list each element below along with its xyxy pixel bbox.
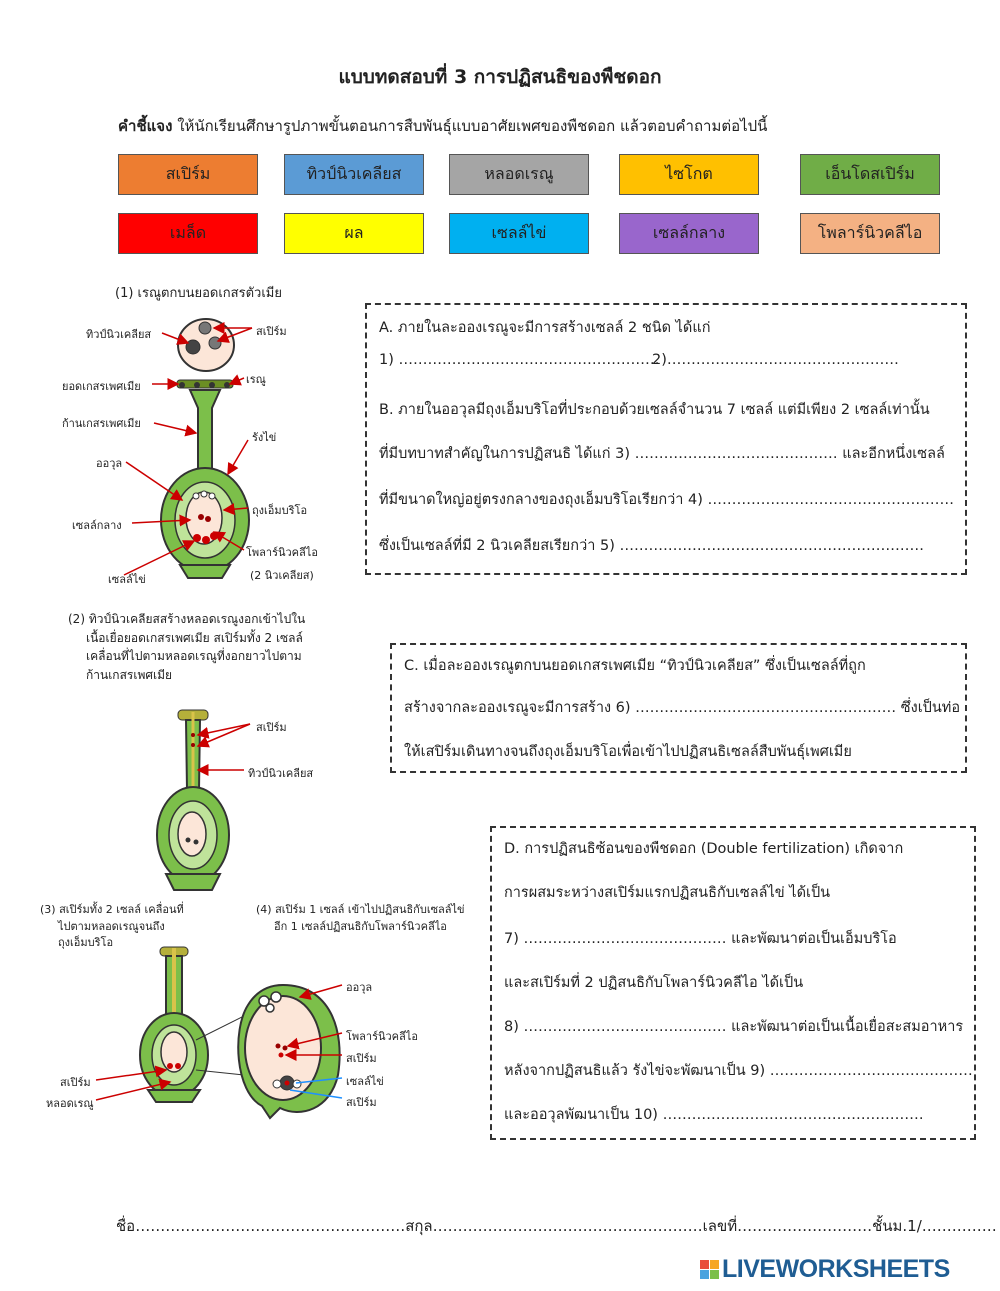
diagram-3-caption: (3) สเปิร์มทั้ง 2 เซลล์ เคลื่อนที่ ไปตาม… [40, 902, 184, 952]
diagram-2-caption-line-2: เนื้อเยื่อยอดเกสรเพศเมีย สเปิร์มทั้ง 2 เ… [86, 630, 303, 645]
word-chip[interactable]: ทิวป์นิวเคลียส [284, 154, 424, 195]
diagram-2-sperm-label: สเปิร์ม [256, 721, 287, 734]
diagram-3-caption-line-1: (3) สเปิร์มทั้ง 2 เซลล์ เคลื่อนที่ [40, 903, 184, 916]
pistil-diagram-1 [123, 318, 253, 579]
diagram-3-pollen-tube-label: หลอดเรณู [46, 1097, 94, 1110]
diagram-1-pollen-label: เรณู [246, 373, 266, 386]
question-b-line-1: B. ภายในออวุลมีถุงเอ็มบริโอที่ประกอบด้วย… [379, 402, 930, 418]
diagram-1-caption: (1) เรณูตกบนยอดเกสรตัวเมีย [115, 286, 282, 301]
instruction-label: คำชี้แจง [118, 117, 173, 135]
diagram-2-caption-line-1: (2) ทิวป์นิวเคลียสสร้างหลอดเรณูงอกเข้าไป… [68, 612, 306, 626]
question-d-line-2: การผสมระหว่างสเปิร์มแรกปฏิสนธิกับเซลล์ไข… [504, 885, 831, 901]
pistil-diagram-2 [156, 709, 251, 891]
answer-6-line[interactable]: สร้างจากละอองเรณูจะมีการสร้าง 6) …………………… [404, 700, 961, 716]
diagram-1-stigma-label: ยอดเกสรเพศเมีย [62, 380, 141, 393]
question-c-line-3: ให้เสปิร์มเดินทางจนถึงถุงเอ็มบริโอเพื่อเ… [404, 744, 852, 760]
diagram-3-caption-line-3: ถุงเอ็มบริโอ [58, 936, 114, 949]
word-chip[interactable]: โพลาร์นิวคลีไอ [800, 213, 940, 254]
question-c-line-1: C. เมื่อละอองเรณูตกบนยอดเกสรเพศเมีย “ทิว… [404, 658, 866, 674]
diagram-4-sperm-label-b: สเปิร์ม [346, 1096, 377, 1109]
answer-4-line[interactable]: ที่มีขนาดใหญ่อยู่ตรงกลางของถุงเอ็มบริโอเ… [379, 492, 955, 508]
page-title: แบบทดสอบที่ 3 การปฏิสนธิของพืชดอก [338, 66, 662, 88]
question-box-d: D. การปฏิสนธิซ้อนของพืชดอก (Double ferti… [490, 826, 976, 1140]
diagram-2-caption-line-4: ก้านเกสรเพศเมีย [86, 667, 173, 682]
diagram-1-style-label: ก้านเกสรเพศเมีย [62, 417, 141, 430]
diagram-4-sperm-label-a: สเปิร์ม [346, 1052, 377, 1065]
question-a-text: A. ภายในละอองเรณูจะมีการสร้างเซลล์ 2 ชนิ… [379, 320, 711, 336]
answer-5-line[interactable]: ซึ่งเป็นเซลล์ที่มี 2 นิวเคลียสเรียกว่า 5… [379, 538, 924, 554]
diagram-3-sperm-label: สเปิร์ม [60, 1076, 91, 1089]
word-chip[interactable]: เมล็ด [118, 213, 258, 254]
brand-name: LIVEWORKSHEETS [722, 1255, 950, 1283]
diagram-4-polar-nuclei-label: โพลาร์นิวคลีไอ [346, 1030, 418, 1043]
diagram-4-egg-cell-label: เซลล์ไข่ [346, 1075, 384, 1088]
answer-7-line[interactable]: 7) …………………………………… และพัฒนาต่อเป็นเอ็มบริ… [504, 931, 897, 947]
answer-3-line[interactable]: ที่มีบทบาทสำคัญในการปฏิสนธิ ได้แก่ 3) ……… [379, 446, 945, 462]
diagram-1-two-nuclei-label: (2 นิวเคลียส) [250, 569, 314, 582]
diagram-1-embryo-sac-label: ถุงเอ็มบริโอ [252, 504, 308, 517]
ovule-zoom-diagram-4 [237, 983, 343, 1120]
word-chip[interactable]: หลอดเรณู [449, 154, 589, 195]
student-info-line[interactable]: ชื่อ………………………………………………สกุล……………………………………… [116, 1217, 997, 1235]
diagram-1-polar-nuclei-label: โพลาร์นิวคลีไอ [246, 546, 318, 559]
diagram-1-central-cell-label: เซลล์กลาง [72, 519, 122, 532]
question-d-line-1: D. การปฏิสนธิซ้อนของพืชดอก (Double ferti… [504, 841, 904, 857]
word-chip[interactable]: เซลล์ไข่ [449, 213, 589, 254]
answer-9-line[interactable]: หลังจากปฏิสนธิแล้ว รังไข่จะพัฒนาเป็น 9) … [504, 1063, 973, 1079]
liveworksheets-brand: LIVEWORKSHEETS [700, 1255, 950, 1284]
answer-2-blank[interactable]: 2)………………………………………… [652, 352, 899, 368]
word-chip[interactable]: เซลล์กลาง [619, 213, 759, 254]
diagram-4-ovule-label: ออวุล [346, 981, 373, 994]
diagram-3-caption-line-2: ไปตามหลอดเรณูจนถึง [58, 919, 165, 933]
word-chip[interactable]: ผล [284, 213, 424, 254]
diagram-1-ovary-label: รังไข่ [252, 431, 277, 444]
diagram-2-caption-line-3: เคลื่อนที่ไปตามหลอดเรณูที่งอกยาวไปตาม [86, 649, 302, 664]
question-d-line-4: และสเปิร์มที่ 2 ปฏิสนธิกับโพลาร์นิวคลีไอ… [504, 975, 804, 991]
answer-8-line[interactable]: 8) …………………………………… และพัฒนาต่อเป็นเนื้อเย… [504, 1019, 964, 1035]
diagram-4-caption: (4) สเปิร์ม 1 เซลล์ เข้าไปปฏิสนธิกับเซลล… [256, 902, 465, 935]
instruction: คำชี้แจง ให้นักเรียนศึกษารูปภาพขั้นตอนกา… [118, 114, 767, 138]
diagram-1-tube-nucleus-label: ทิวป์นิวเคลียส [86, 328, 152, 341]
word-chip[interactable]: เอ็นโดสเปิร์ม [800, 154, 940, 195]
question-box-c: C. เมื่อละอองเรณูตกบนยอดเกสรเพศเมีย “ทิว… [390, 643, 967, 773]
word-chip[interactable]: ไซโกต [619, 154, 759, 195]
diagram-2-caption: (2) ทิวป์นิวเคลียสสร้างหลอดเรณูงอกเข้าไป… [68, 610, 305, 684]
instruction-text: ให้นักเรียนศึกษารูปภาพขั้นตอนการสืบพันธุ… [172, 117, 768, 135]
diagram-4-caption-line-2: อีก 1 เซลล์ปฏิสนธิกับโพลาร์นิวคลีไอ [274, 919, 447, 933]
diagram-4-caption-line-1: (4) สเปิร์ม 1 เซลล์ เข้าไปปฏิสนธิกับเซลล… [256, 903, 465, 916]
word-chip[interactable]: สเปิร์ม [118, 154, 258, 195]
liveworksheets-logo-icon [700, 1260, 719, 1279]
question-box-ab: A. ภายในละอองเรณูจะมีการสร้างเซลล์ 2 ชนิ… [365, 303, 967, 575]
diagram-1-egg-cell-label: เซลล์ไข่ [108, 573, 146, 586]
diagram-1-ovule-label: ออวุล [96, 457, 123, 470]
diagram-1-sperm-label: สเปิร์ม [256, 325, 287, 338]
answer-10-line[interactable]: และออวุลพัฒนาเป็น 10) ……………………………………………… [504, 1107, 924, 1123]
diagram-2-tube-nucleus-label: ทิวป์นิวเคลียส [248, 767, 314, 780]
pistil-diagram-3 [95, 946, 247, 1103]
answer-1-blank[interactable]: 1) ……………………………………………… [379, 352, 660, 368]
